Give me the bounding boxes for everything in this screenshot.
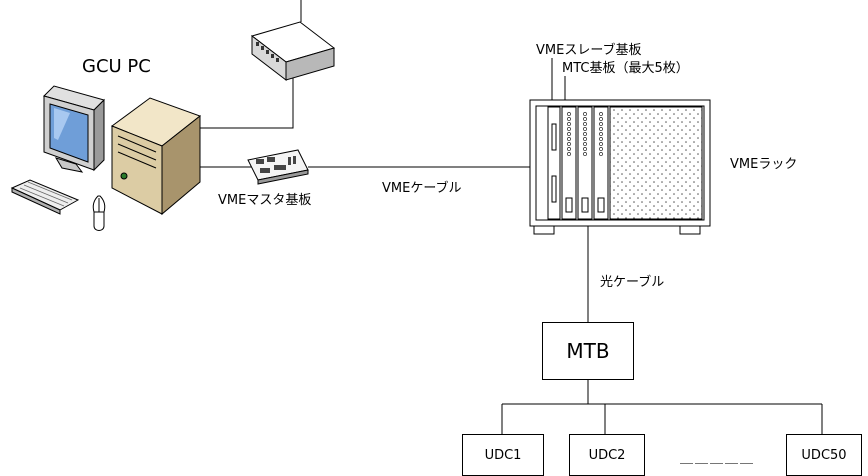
board-led [599,152,602,155]
board-led [599,122,602,125]
board-led [599,147,602,150]
board-led [583,122,586,125]
pc-to-hub-line [200,74,293,128]
keyboard-icon [12,180,78,214]
board-led [567,137,570,140]
board-led [567,152,570,155]
board-led [567,147,570,150]
board-led [583,147,586,150]
vme-rack-label: VMEラック [730,158,797,171]
vme-cable-label: VMEケーブル [382,182,462,195]
board-led [599,137,602,140]
udc-box-1: UDC1 [462,434,544,476]
mtc-board-label: MTC基板（最大5枚） [562,62,689,75]
board-led [599,117,602,120]
board-led [567,142,570,145]
udc-box-50: UDC50 [786,434,862,476]
board-led [567,112,570,115]
udc-box-2: UDC2 [569,434,645,476]
network-hub-icon [252,22,334,80]
board-led [583,142,586,145]
board-led [567,127,570,130]
monitor-icon [44,86,104,172]
vme-master-board-icon [248,150,308,184]
board-led [599,127,602,130]
board-led [583,137,586,140]
board-led [583,112,586,115]
board-led [583,117,586,120]
mtb-box: MTB [542,322,634,380]
pc-tower-icon [112,98,200,214]
board-led [567,122,570,125]
board-led [583,132,586,135]
udc-ellipsis: ＿＿＿＿＿ [680,452,755,465]
board-led [583,127,586,130]
board-led [599,112,602,115]
board-led [599,142,602,145]
mouse-icon [93,196,105,231]
board-led [583,152,586,155]
vme-master-label: VMEマスタ基板 [218,194,311,207]
board-led [567,132,570,135]
gcu-pc-label: GCU PC [82,58,151,76]
optical-cable-label: 光ケーブル [600,276,664,289]
vme-rack-icon [530,100,710,234]
vme-slave-label: VMEスレーブ基板 [536,44,642,57]
board-led [599,132,602,135]
board-led [567,117,570,120]
